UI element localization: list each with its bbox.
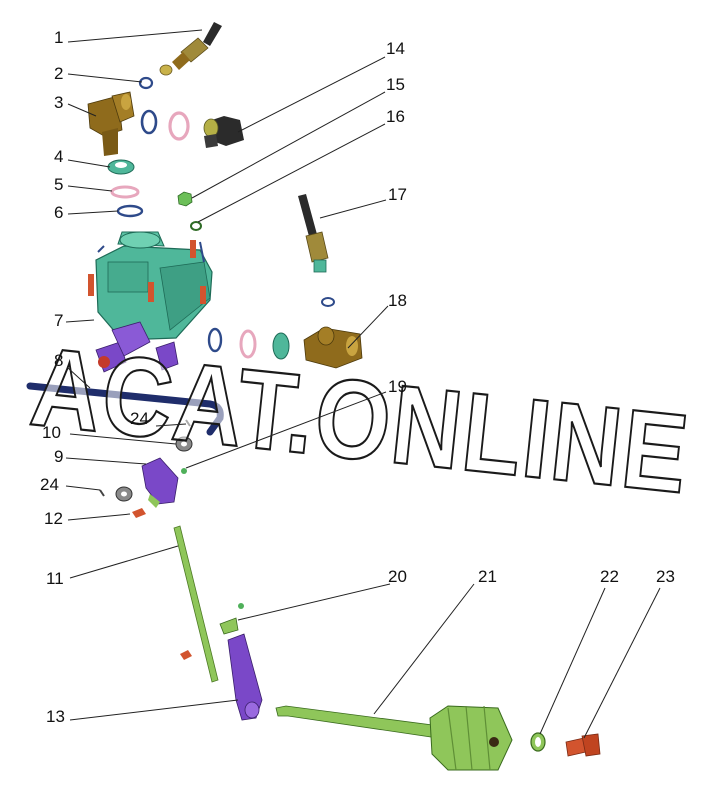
leader-lines bbox=[65, 29, 661, 739]
part-10-washer-hole bbox=[181, 441, 187, 447]
part-seal-pink-upper[interactable] bbox=[168, 111, 190, 141]
part-15-nut[interactable] bbox=[177, 191, 193, 207]
callout-23: 23 bbox=[656, 567, 675, 586]
part-bolt-small[interactable] bbox=[180, 650, 192, 660]
part-13-lever[interactable] bbox=[227, 633, 263, 721]
callout-13: 13 bbox=[46, 707, 65, 726]
callout-8: 8 bbox=[54, 351, 63, 370]
callout-16: 16 bbox=[386, 107, 405, 126]
callout-11: 11 bbox=[46, 569, 64, 588]
callout-9: 9 bbox=[54, 447, 63, 466]
part-11-rod[interactable] bbox=[173, 525, 219, 683]
part-12-bolt[interactable] bbox=[132, 508, 146, 518]
part-19-ball[interactable] bbox=[181, 468, 187, 474]
part-24-pin-upper[interactable] bbox=[185, 419, 191, 427]
callout-15: 15 bbox=[386, 75, 405, 94]
callout-14: 14 bbox=[386, 39, 405, 58]
part-seal-pink-mid[interactable] bbox=[239, 329, 257, 359]
part-9-lever[interactable] bbox=[141, 457, 179, 508]
callout-17: 17 bbox=[388, 185, 407, 204]
part-23-bolt[interactable] bbox=[565, 733, 601, 757]
part-8-pipe[interactable] bbox=[26, 382, 224, 436]
part-7-fittings[interactable] bbox=[95, 321, 179, 373]
callout-24-lower: 24 bbox=[40, 475, 59, 494]
part-20-clamp[interactable] bbox=[219, 603, 244, 635]
part-valve-housing[interactable] bbox=[88, 231, 213, 341]
part-3-elbow-fitting[interactable] bbox=[87, 91, 135, 156]
part-5-seal[interactable] bbox=[110, 185, 140, 199]
callout-2: 2 bbox=[54, 64, 63, 83]
callout-4: 4 bbox=[54, 147, 63, 166]
callout-1: 1 bbox=[54, 28, 63, 47]
part-14-connector[interactable] bbox=[203, 116, 244, 148]
callout-19: 19 bbox=[388, 377, 407, 396]
part-2-seal[interactable] bbox=[138, 76, 154, 90]
callout-18: 18 bbox=[388, 291, 407, 310]
part-22-seal-hole bbox=[535, 737, 541, 747]
part-17-sensor[interactable] bbox=[298, 194, 329, 273]
callout-7: 7 bbox=[54, 311, 63, 330]
part-washer-lower-hole bbox=[121, 491, 127, 497]
callout-12: 12 bbox=[44, 509, 63, 528]
callout-21: 21 bbox=[478, 567, 497, 586]
part-18-tee-fitting[interactable] bbox=[303, 326, 363, 369]
part-21-shaft-knob[interactable] bbox=[275, 705, 513, 771]
callout-10: 10 bbox=[42, 423, 61, 442]
callout-20: 20 bbox=[388, 567, 407, 586]
part-24-pin-lower[interactable] bbox=[99, 489, 105, 497]
callout-5: 5 bbox=[54, 175, 63, 194]
part-17-seal[interactable] bbox=[321, 297, 335, 307]
callout-22: 22 bbox=[600, 567, 619, 586]
parts-layer bbox=[26, 22, 601, 771]
part-seal-blue-upper[interactable] bbox=[140, 109, 158, 135]
part-nut-mid[interactable] bbox=[272, 332, 290, 360]
part-6-seal[interactable] bbox=[116, 204, 144, 218]
callout-labels: 1 2 3 4 5 6 7 8 9 10 11 12 13 14 15 16 1… bbox=[40, 28, 675, 726]
part-1-sensor[interactable] bbox=[159, 22, 222, 76]
callout-24-upper: 24 bbox=[130, 409, 149, 428]
part-16-seal[interactable] bbox=[190, 221, 202, 231]
callout-3: 3 bbox=[54, 93, 63, 112]
part-4-nut-hole bbox=[115, 162, 127, 168]
callout-6: 6 bbox=[54, 203, 63, 222]
part-seal-blue-mid[interactable] bbox=[207, 327, 223, 353]
